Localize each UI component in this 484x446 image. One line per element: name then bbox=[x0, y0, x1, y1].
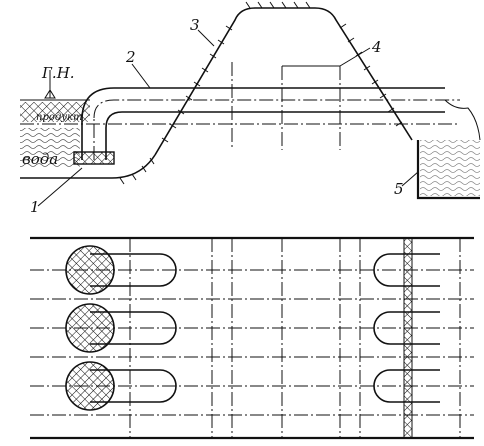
leader-3 bbox=[197, 29, 215, 47]
plan-wall bbox=[403, 237, 413, 439]
embankment-hatching bbox=[161, 1, 403, 143]
leader-2 bbox=[131, 63, 151, 89]
label-3: 3 bbox=[190, 16, 200, 34]
product-layer bbox=[20, 102, 90, 122]
siphon-pipe bbox=[20, 87, 460, 165]
label-product: продукт bbox=[36, 112, 82, 123]
label-2: 2 bbox=[125, 48, 136, 66]
label-4: 4 bbox=[371, 38, 382, 56]
label-water: вода bbox=[22, 150, 58, 168]
section-view: Г.Н. продукт вода 1 2 3 4 5 bbox=[20, 1, 481, 216]
embankment-outline bbox=[154, 7, 413, 156]
left-bank-hatching bbox=[119, 157, 155, 185]
label-5: 5 bbox=[394, 180, 404, 198]
pipe-inlet-filter bbox=[73, 151, 115, 165]
pipe-row-3 bbox=[30, 361, 474, 411]
leader-5 bbox=[401, 171, 419, 187]
supports bbox=[231, 47, 371, 150]
pipe-row-1 bbox=[30, 245, 474, 295]
leader-1 bbox=[37, 167, 83, 207]
water-layer bbox=[20, 128, 80, 168]
label-ground-level: Г.Н. bbox=[41, 64, 75, 82]
pipe-row-2 bbox=[30, 303, 474, 353]
label-1: 1 bbox=[30, 198, 40, 216]
left-bank bbox=[20, 154, 156, 179]
outlet-basin bbox=[416, 99, 481, 200]
plan-view bbox=[30, 236, 474, 440]
